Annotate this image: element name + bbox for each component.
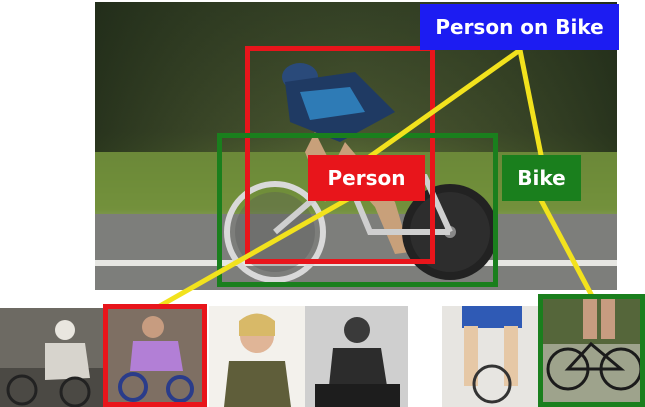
person-label-text: Person: [327, 166, 406, 190]
person-on-bike-label: Person on Bike: [420, 4, 619, 50]
bike-label: Bike: [502, 155, 581, 201]
thumbnail-cyclist-street: [0, 308, 103, 407]
thumbnail-man-seated: [305, 306, 408, 407]
person-on-bike-label-text: Person on Bike: [435, 15, 604, 39]
thumbnail-woman-portrait: [209, 306, 305, 407]
bike-label-text: Bike: [517, 166, 566, 190]
thumbnail-child-on-bike: [103, 304, 207, 407]
thumbnail-bicycle: [538, 294, 645, 407]
thumbnail-legs-with-bikes: [442, 306, 538, 407]
person-label: Person: [308, 155, 425, 201]
